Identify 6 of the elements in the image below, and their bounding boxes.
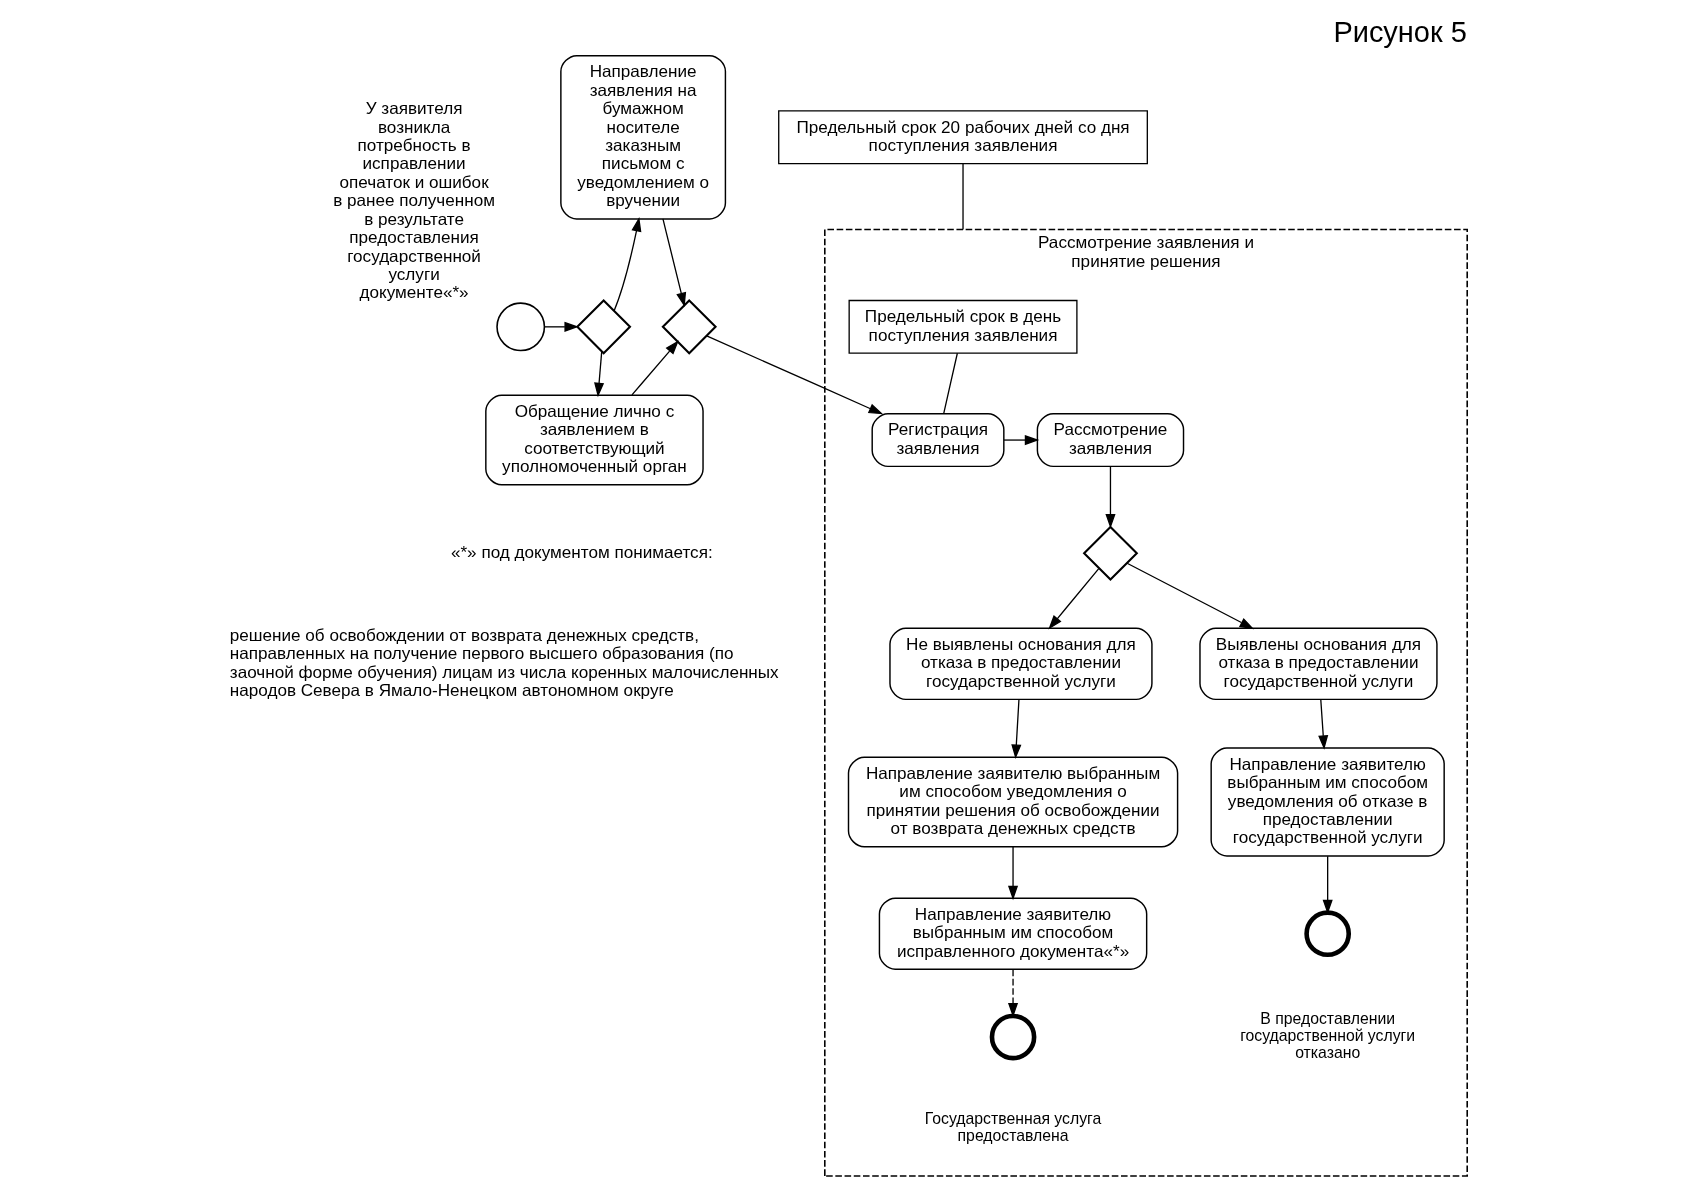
node-label: Государственная услуга предоставлена	[924, 1110, 1102, 1145]
diagram-title: Рисунок 5	[1333, 15, 1467, 48]
label: «*» под документом понимается:	[450, 542, 713, 562]
node-label: В предоставлении государственной услуги отказано	[1240, 1010, 1416, 1062]
node-label: У заявителя возникла потребность в исправлении опечаток и ошибок в ранее полученном в результате предоставления государственной услуги документе«*»	[333, 99, 495, 303]
label: решение об освобождении от возврата денежных средств, направленных на получение первого высшего образования (по заочной форме обучения) лицам из числа коренных малочисленных народов Севера в Ямало-Ненецком автономном округе	[229, 625, 779, 700]
